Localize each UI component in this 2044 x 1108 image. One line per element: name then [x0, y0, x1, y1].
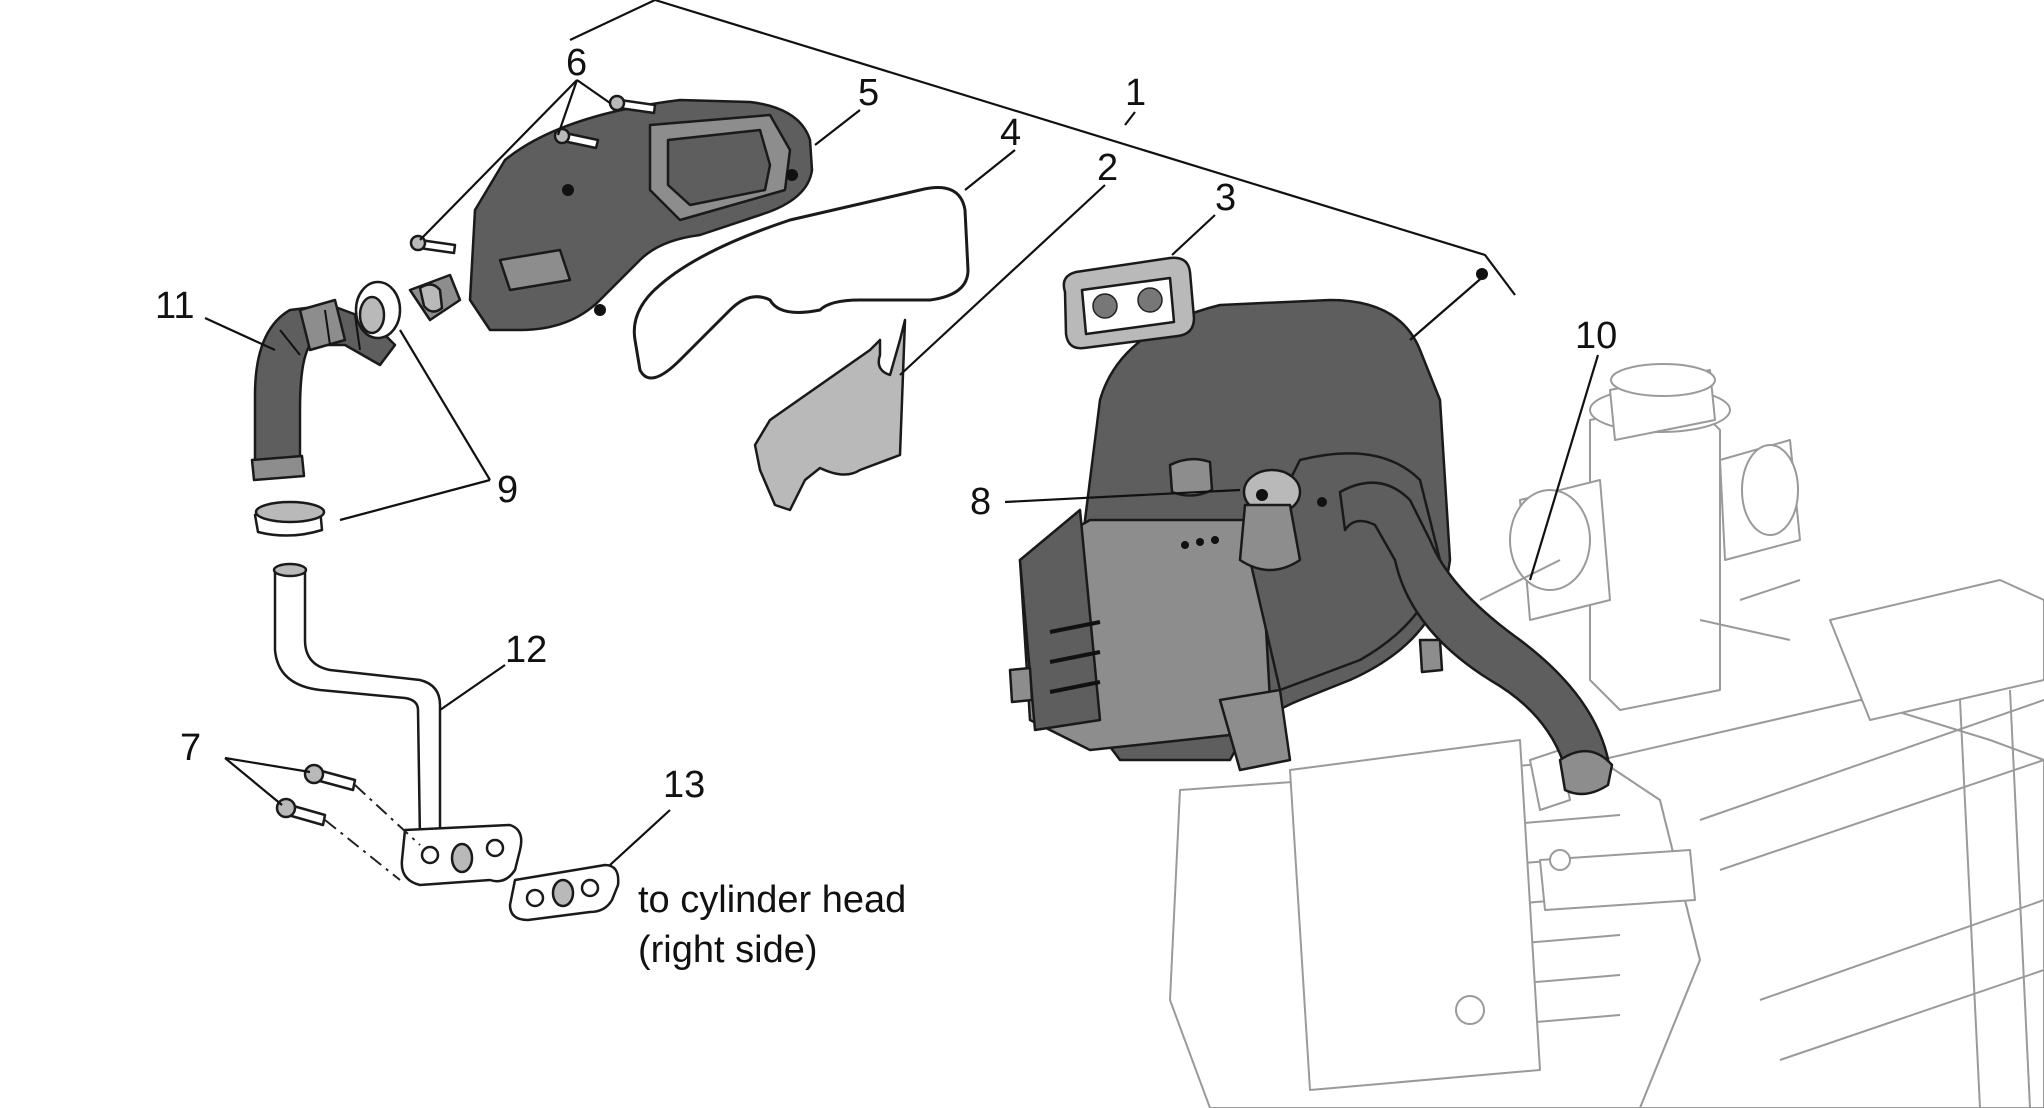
- note-line-1: to cylinder head: [638, 879, 906, 921]
- pipe-part-12: [272, 562, 523, 887]
- callout-5: 5: [858, 72, 879, 114]
- callout-10: 10: [1575, 315, 1617, 357]
- callout-4: 4: [1000, 112, 1021, 154]
- screws-part-7: [275, 763, 421, 881]
- engine-background: [1169, 363, 2044, 1108]
- gasket-part-13: [508, 863, 620, 922]
- callout-6: 6: [566, 42, 587, 84]
- filter-element-part-3: [1062, 256, 1196, 350]
- callout-8: 8: [970, 481, 991, 523]
- callout-1: 1: [1125, 72, 1146, 114]
- plate-part-2: [753, 318, 907, 512]
- callout-2: 2: [1097, 147, 1118, 189]
- air-filter-housing: [1008, 298, 1452, 772]
- gasket-part-4: [632, 186, 970, 380]
- cylinder-head-note: to cylinder head (right side): [638, 879, 906, 971]
- note-line-2: (right side): [638, 929, 818, 971]
- callout-12: 12: [505, 629, 547, 671]
- callout-7: 7: [180, 727, 201, 769]
- callout-13: 13: [663, 764, 705, 806]
- hose-part-10: [1338, 481, 1614, 796]
- callout-3: 3: [1215, 177, 1236, 219]
- clamps-part-9: [253, 280, 402, 537]
- callout-9: 9: [497, 469, 518, 511]
- elbow-hose-part-11: [250, 298, 397, 482]
- leader-lines: [204, 0, 1600, 866]
- callout-11: 11: [155, 285, 194, 327]
- callout-labels: 1 2 3 4 5 6 7 8 9 10 11 12 13: [155, 42, 1617, 806]
- cover-part-5: [408, 98, 814, 332]
